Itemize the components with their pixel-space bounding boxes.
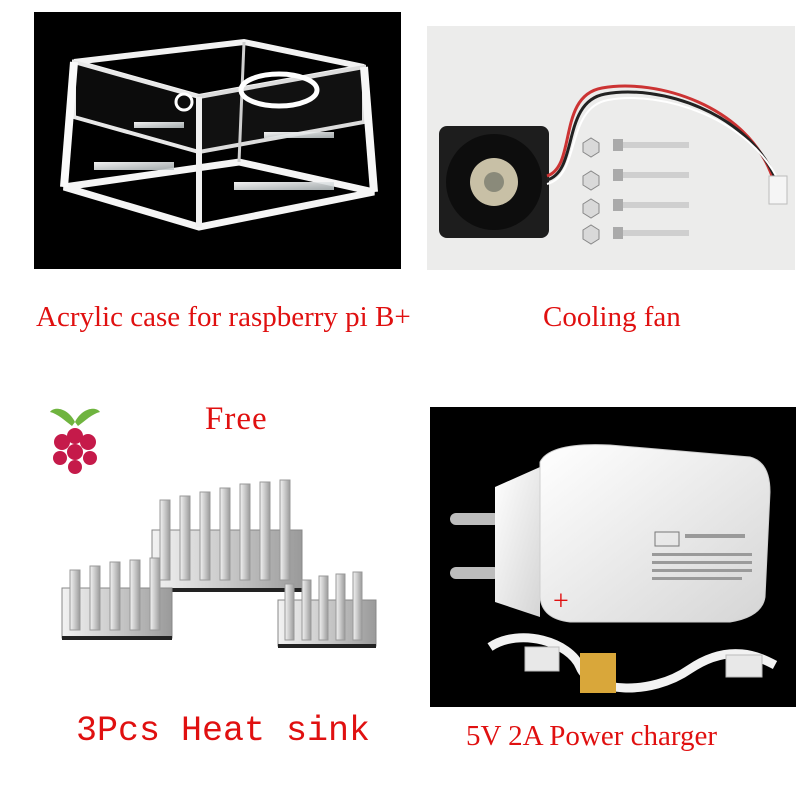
small-heat-sink-left [61,557,173,640]
acrylic-case-photo [34,12,401,269]
power-charger-caption: 5V 2A Power charger [466,720,718,752]
cooling-fan-illustration [439,84,788,245]
raspberry-pi-logo-icon [40,400,110,480]
cooling-fan-photo [427,26,795,270]
free-badge: Free [205,401,268,437]
screw-set [582,137,689,245]
power-charger-photo [430,407,796,707]
power-adapter-illustration [450,444,778,693]
cooling-fan-caption: Cooling fan [543,301,681,333]
heat-sink-photo [40,470,390,670]
small-heat-sink-right [277,571,377,648]
large-heat-sink [151,479,303,592]
acrylic-case-illustration [60,38,378,231]
plus-sign: + [553,586,569,617]
acrylic-case-caption: Acrylic case for raspberry pi B+ [36,301,411,333]
heat-sink-caption: 3Pcs Heat sink [76,711,371,751]
